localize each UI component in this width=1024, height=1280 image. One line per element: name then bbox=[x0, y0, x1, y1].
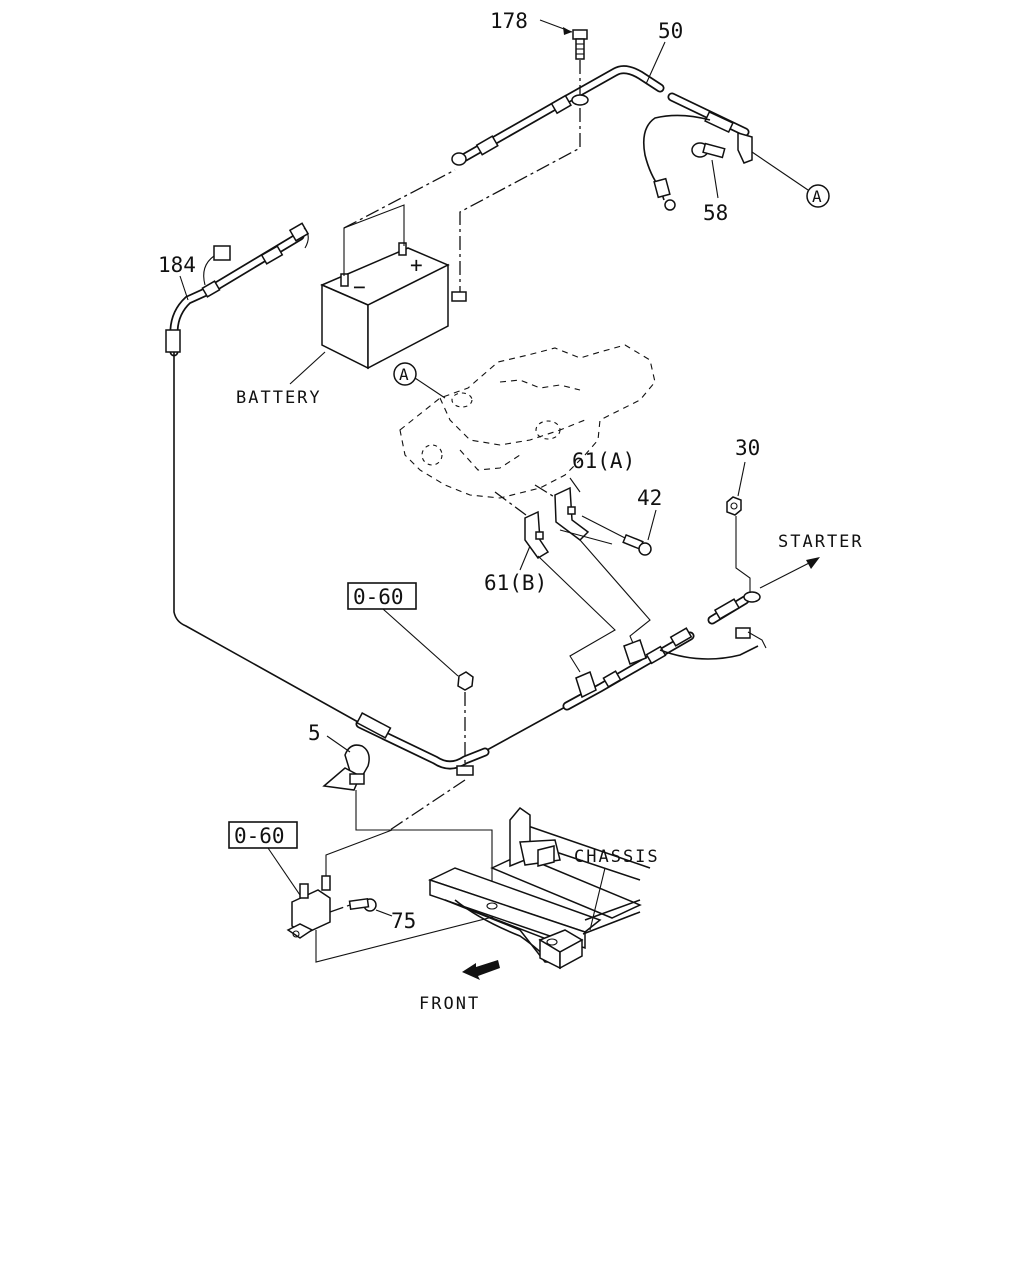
positive-cable-50 bbox=[451, 65, 665, 166]
bolt-58 bbox=[691, 142, 726, 159]
part-number-61a: 61(A) bbox=[572, 449, 635, 473]
positive-sign: + bbox=[410, 253, 423, 277]
chassis-frame bbox=[428, 806, 651, 970]
ref-0-60-bottom: 0-60 bbox=[234, 824, 285, 848]
battery: − + bbox=[320, 242, 450, 370]
clip-nut bbox=[457, 671, 474, 691]
negative-cable-184 bbox=[165, 222, 310, 357]
part-number-178: 178 bbox=[490, 9, 528, 33]
bracket-61a bbox=[554, 486, 590, 541]
nut-30 bbox=[726, 496, 742, 516]
bolt-42 bbox=[622, 533, 652, 556]
ref-box-bottom: 0-60 bbox=[228, 821, 298, 849]
bracket-61b bbox=[524, 510, 550, 559]
starter-harness bbox=[562, 591, 767, 711]
part-number-58: 58 bbox=[703, 201, 728, 225]
part-number-5: 5 bbox=[308, 721, 321, 745]
part-number-61b: 61(B) bbox=[484, 571, 547, 595]
front-label: FRONT bbox=[419, 994, 480, 1014]
callout-a-circle-engine bbox=[393, 362, 417, 386]
cable-ring-terminal bbox=[571, 94, 589, 106]
part-number-30: 30 bbox=[735, 436, 760, 460]
negative-sign: − bbox=[353, 275, 366, 299]
front-arrow-icon bbox=[462, 960, 500, 980]
ref-0-60-top: 0-60 bbox=[353, 585, 404, 609]
starter-ring-terminal bbox=[743, 591, 761, 603]
callout-a-circle-top bbox=[806, 184, 830, 208]
ground-lead-right bbox=[642, 92, 753, 211]
bolt-75 bbox=[348, 897, 377, 912]
part-number-50: 50 bbox=[658, 19, 683, 43]
ref-box-top: 0-60 bbox=[347, 582, 417, 610]
battery-positive-terminal bbox=[398, 242, 407, 256]
part-number-184: 184 bbox=[158, 253, 196, 277]
battery-label: BATTERY bbox=[236, 388, 322, 408]
part-number-75: 75 bbox=[391, 909, 416, 933]
junction-block bbox=[286, 875, 331, 939]
chassis-label: CHASSIS bbox=[574, 847, 660, 867]
starter-label: STARTER bbox=[778, 532, 864, 552]
part-number-42: 42 bbox=[637, 486, 662, 510]
bolt-178 bbox=[572, 29, 588, 60]
callout-a-top: A bbox=[812, 187, 822, 206]
clamp-5 bbox=[322, 744, 370, 791]
callout-a-engine: A bbox=[399, 365, 409, 384]
engine-silhouette bbox=[399, 344, 656, 499]
